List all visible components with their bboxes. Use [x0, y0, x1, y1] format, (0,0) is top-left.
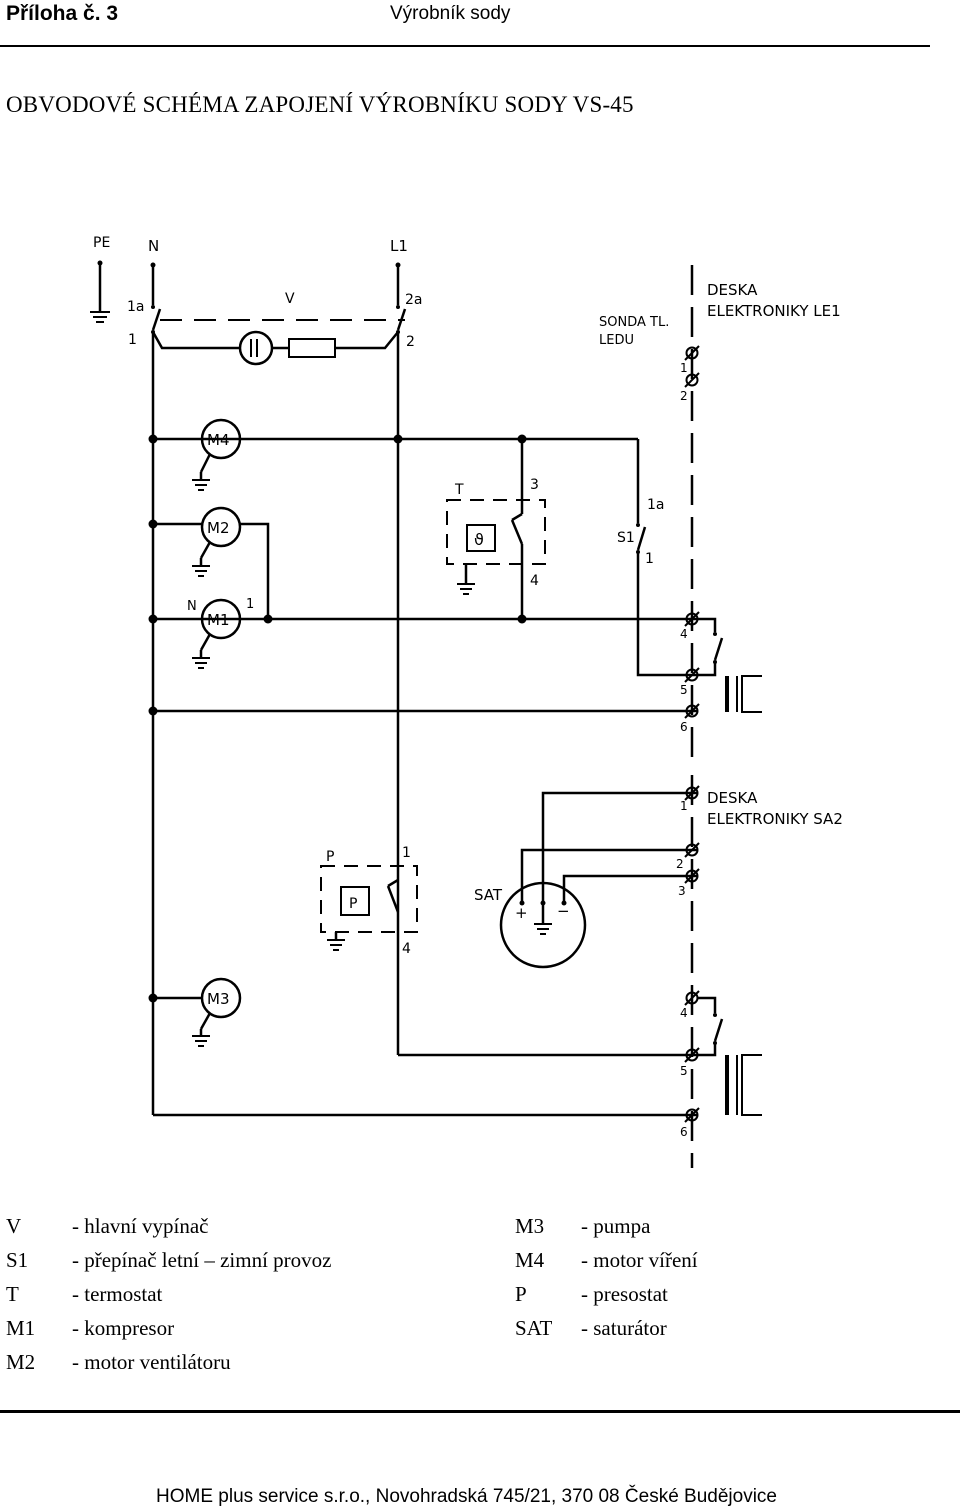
svg-text:6: 6 [680, 720, 688, 734]
attachment-label: Příloha č. 3 [6, 2, 119, 25]
svg-text:P: P [326, 849, 334, 865]
motor-m4: M4 [192, 418, 242, 491]
main-rails [148, 332, 697, 1117]
terminal-l1: L1 [390, 237, 408, 268]
svg-text:SONDA TL.: SONDA TL. [599, 315, 669, 330]
svg-text:2: 2 [680, 389, 688, 403]
season-switch-s1: 1a S1 1 [617, 439, 697, 677]
svg-text:2: 2 [676, 857, 684, 871]
label-l1: L1 [390, 237, 408, 255]
svg-text:5: 5 [680, 683, 688, 697]
svg-text:DESKA: DESKA [707, 789, 758, 807]
svg-text:1: 1 [402, 845, 411, 861]
svg-text:4: 4 [402, 941, 411, 957]
svg-text:P: P [349, 896, 357, 912]
svg-text:M2: M2 [207, 519, 230, 537]
motor-m1: M1 N 1 [187, 597, 254, 669]
svg-text:M1: M1 [207, 611, 230, 629]
svg-text:1: 1 [680, 799, 688, 813]
motor-m3: M3 [192, 977, 242, 1047]
pressostat-p: P 1 4 P [320, 845, 418, 957]
svg-text:ELEKTRONIKY LE1: ELEKTRONIKY LE1 [707, 302, 841, 320]
thermostat-t: T 3 4 ϑ [446, 439, 546, 619]
motor-m2: M2 [192, 506, 270, 619]
terminal-pe: PE [90, 235, 110, 323]
svg-text:5: 5 [680, 1064, 688, 1078]
main-switch-v: V 1a 1 2a 2 [127, 265, 423, 366]
svg-text:M4: M4 [207, 431, 230, 449]
board-le1: DESKA ELEKTRONIKY LE1 SONDA TL. LEDU 1 2… [599, 265, 841, 760]
terminal-n: N [148, 237, 159, 268]
svg-text:+: + [515, 904, 528, 922]
svg-text:4: 4 [680, 1006, 688, 1020]
page-title: OBVODOVÉ SCHÉMA ZAPOJENÍ VÝROBNÍKU SODY … [6, 92, 634, 117]
svg-text:1a: 1a [647, 497, 665, 513]
footer-rule [0, 1410, 960, 1413]
header-rule [0, 45, 930, 47]
label-pe: PE [93, 235, 110, 251]
svg-text:DESKA: DESKA [707, 281, 758, 299]
svg-text:3: 3 [678, 884, 686, 898]
svg-text:1: 1 [128, 332, 137, 348]
svg-text:ELEKTRONIKY SA2: ELEKTRONIKY SA2 [707, 810, 843, 828]
company-footer: HOME plus service s.r.o., Novohradská 74… [156, 1486, 777, 1507]
saturator-sat: SAT + − [474, 791, 697, 969]
svg-text:−: − [557, 902, 570, 920]
svg-text:1: 1 [246, 597, 254, 612]
svg-text:1: 1 [645, 551, 654, 567]
svg-text:SAT: SAT [474, 886, 503, 904]
svg-text:4: 4 [530, 573, 539, 589]
svg-text:1a: 1a [127, 299, 145, 315]
svg-text:S1: S1 [617, 530, 635, 546]
svg-text:1: 1 [680, 361, 688, 375]
board-sa2: DESKA ELEKTRONIKY SA2 1 2 3 4 5 6 [676, 775, 843, 1168]
svg-text:4: 4 [680, 627, 688, 641]
svg-text:6: 6 [680, 1125, 688, 1139]
label-v: V [285, 291, 295, 307]
svg-text:M3: M3 [207, 990, 230, 1008]
wiring-schematic: PE N L1 V 1a 1 2a 2 [90, 235, 843, 1168]
document-subject: Výrobník sody [390, 3, 511, 24]
svg-text:T: T [454, 482, 464, 498]
svg-text:3: 3 [530, 477, 539, 493]
svg-text:LEDU: LEDU [599, 333, 634, 348]
svg-text:N: N [187, 599, 197, 614]
label-n: N [148, 237, 159, 255]
svg-text:ϑ: ϑ [474, 530, 484, 549]
svg-text:2: 2 [406, 334, 415, 350]
svg-text:2a: 2a [405, 292, 423, 308]
